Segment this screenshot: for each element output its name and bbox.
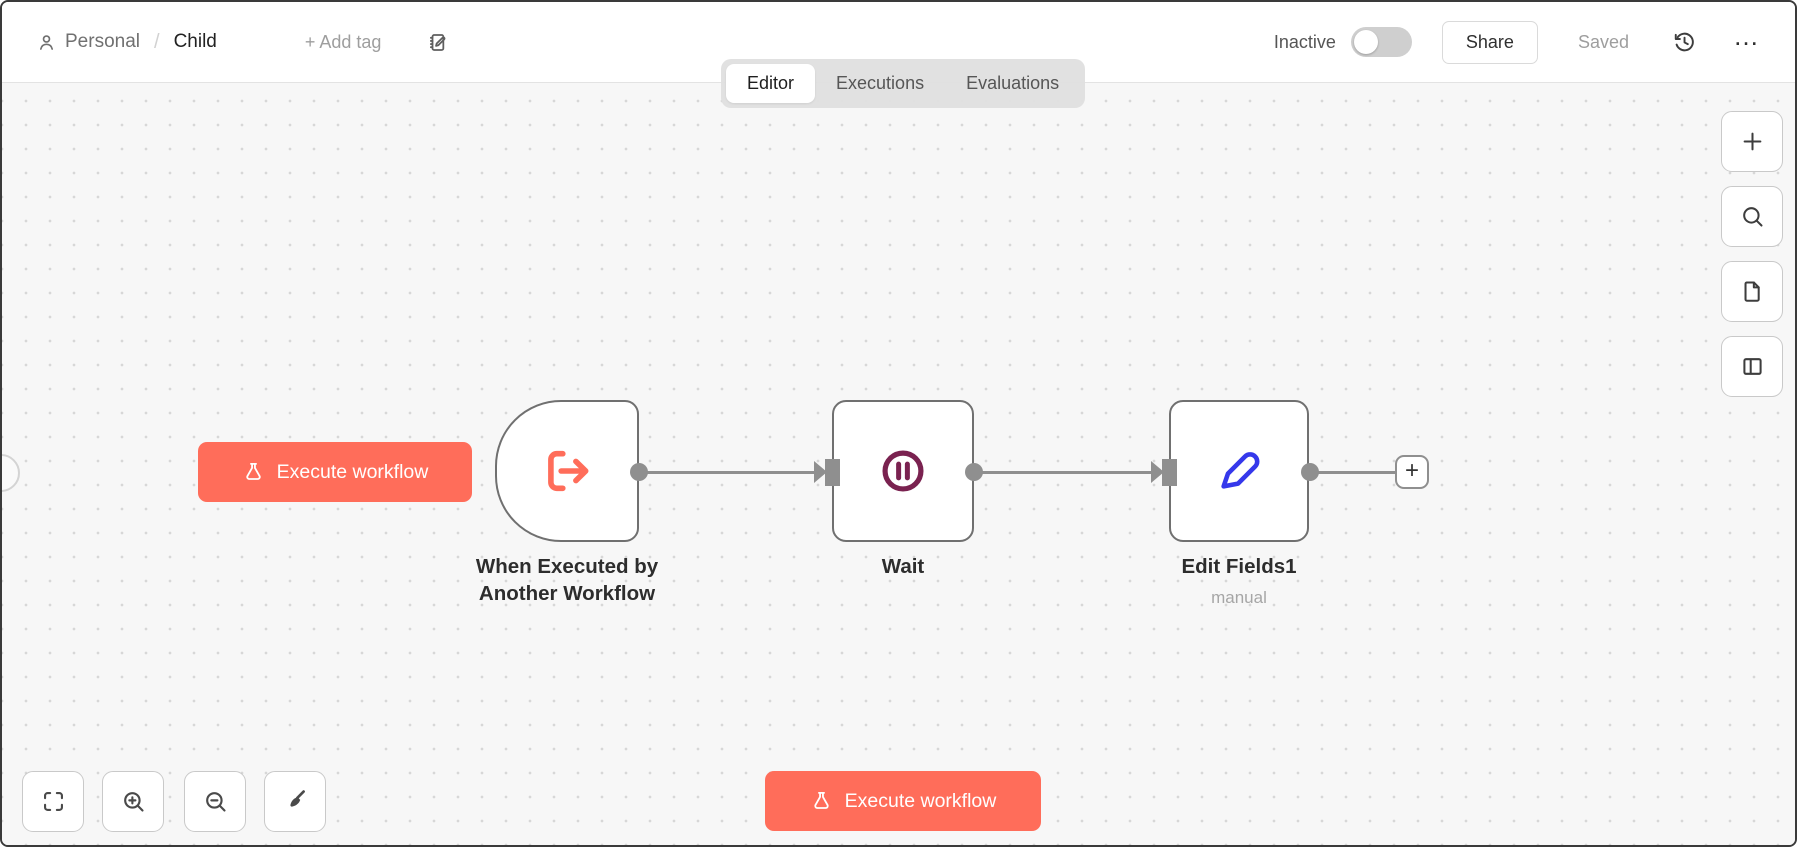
node-when-executed-by-another-workflow[interactable]: [495, 400, 639, 542]
tab-editor[interactable]: Editor: [726, 64, 816, 103]
add-node-button[interactable]: +: [1395, 455, 1429, 489]
edit-note-button[interactable]: [425, 30, 450, 55]
activation-toggle[interactable]: [1350, 27, 1412, 57]
output-handle-trigger[interactable]: [630, 463, 648, 481]
node-wait[interactable]: [832, 400, 974, 542]
execute-workflow-label: Execute workflow: [276, 460, 429, 483]
fit-view-button[interactable]: [22, 771, 84, 832]
output-handle-wait[interactable]: [965, 463, 983, 481]
add-node-icon: [1739, 128, 1766, 155]
zoom-out-button[interactable]: [184, 771, 246, 832]
project-breadcrumb[interactable]: Personal: [36, 31, 140, 53]
output-handle-edit-fields[interactable]: [1301, 463, 1319, 481]
zoom-in-icon: [120, 788, 147, 815]
header-actions: Inactive Share Saved …: [1273, 20, 1761, 64]
tidy-up-icon: [282, 788, 309, 815]
search-icon: [1739, 203, 1766, 230]
connection-arrowhead: [814, 461, 827, 483]
panel-collapse-handle[interactable]: [2, 454, 20, 492]
input-port-edit-fields: [1162, 459, 1177, 486]
breadcrumb: Personal / Child: [36, 31, 217, 54]
workflow-name[interactable]: Child: [173, 31, 217, 52]
node-title-wait: Wait: [881, 555, 925, 578]
sticky-note-button[interactable]: [1721, 261, 1783, 322]
more-options-button[interactable]: …: [1733, 21, 1761, 51]
connection-line: [1315, 471, 1397, 474]
pen-icon: [1213, 445, 1265, 497]
add-tag-button[interactable]: + Add tag: [304, 31, 382, 52]
panel-toggle-button[interactable]: [1721, 336, 1783, 397]
connection-line: [642, 471, 816, 474]
tab-executions[interactable]: Executions: [815, 64, 945, 103]
node-title-trigger: When Executed by Another Workflow: [475, 555, 659, 605]
breadcrumb-separator: /: [154, 30, 160, 53]
node-subtitle: manual: [1211, 588, 1267, 607]
person-icon: [36, 32, 57, 53]
execute-workflow-label: Execute workflow: [844, 789, 997, 812]
sticky-note-icon: [1739, 278, 1766, 305]
tab-evaluations[interactable]: Evaluations: [945, 64, 1080, 103]
flask-icon: [242, 461, 265, 484]
notebook-edit-icon: [425, 30, 450, 55]
input-port-wait: [825, 459, 840, 486]
connection-arrowhead: [1151, 461, 1164, 483]
share-button[interactable]: Share: [1441, 20, 1538, 64]
open-nodes-panel-button[interactable]: [1721, 111, 1783, 172]
panel-toggle-icon: [1739, 353, 1766, 380]
execute-workflow-button-bottom[interactable]: Execute workflow: [765, 771, 1041, 831]
execute-workflow-button[interactable]: Execute workflow: [198, 442, 472, 502]
toggle-knob: [1353, 30, 1378, 54]
workflow-input-arrow-icon: [539, 443, 595, 499]
history-icon: [1671, 29, 1697, 55]
activation-status-label: Inactive: [1273, 31, 1336, 52]
connection-line: [979, 471, 1153, 474]
fit-view-icon: [40, 788, 67, 815]
flask-icon: [810, 790, 833, 813]
node-edit-fields1[interactable]: [1169, 400, 1309, 542]
node-title-edit-fields: Edit Fields1 manual: [1079, 553, 1399, 611]
workflow-history-button[interactable]: [1671, 29, 1697, 55]
zoom-out-icon: [202, 788, 229, 815]
search-button[interactable]: [1721, 186, 1783, 247]
pause-circle-icon: [878, 446, 928, 496]
project-name: Personal: [65, 31, 140, 52]
save-status: Saved: [1577, 31, 1629, 52]
view-tabs: Editor Executions Evaluations: [721, 59, 1086, 108]
tidy-up-button[interactable]: [264, 771, 326, 832]
workflow-canvas[interactable]: Execute workflow: [2, 83, 1795, 845]
zoom-in-button[interactable]: [102, 771, 164, 832]
